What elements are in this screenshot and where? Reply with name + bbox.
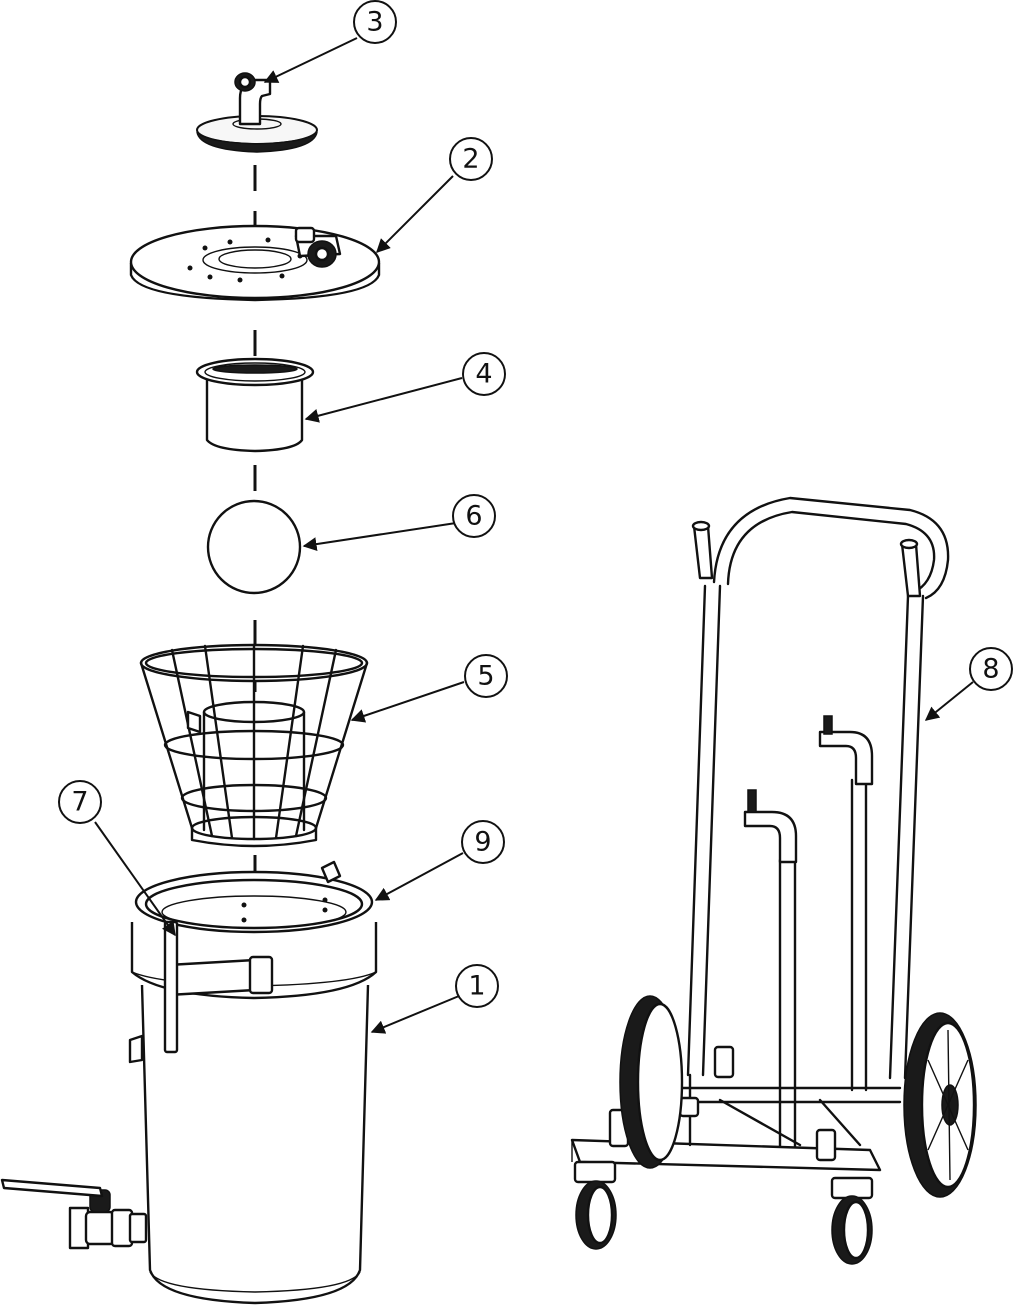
callout-9: 9	[461, 820, 505, 864]
part-1-bucket	[0, 860, 378, 1305]
part-4-cup	[195, 357, 315, 453]
callout-4: 4	[462, 352, 506, 396]
callout-label: 9	[474, 827, 491, 858]
part-5-basket	[139, 643, 369, 848]
leader-lines	[94, 37, 974, 1034]
part-8-cart	[570, 496, 977, 1265]
callout-label: 6	[465, 501, 482, 532]
callout-1: 1	[455, 964, 499, 1008]
part-6-ball	[206, 499, 302, 595]
callout-label: 2	[462, 144, 479, 175]
callout-label: 4	[475, 359, 492, 390]
callout-3: 3	[353, 0, 397, 44]
callout-label: 8	[982, 654, 999, 685]
callout-8: 8	[969, 647, 1013, 691]
callout-5: 5	[464, 654, 508, 698]
callout-7: 7	[58, 780, 102, 824]
callout-label: 1	[468, 971, 485, 1002]
callout-label: 7	[71, 787, 88, 818]
part-3-elbow-diffuser	[196, 72, 318, 153]
callout-label: 3	[366, 7, 383, 38]
callout-2: 2	[449, 137, 493, 181]
callout-6: 6	[452, 494, 496, 538]
callout-label: 5	[477, 661, 494, 692]
part-2-lid	[129, 224, 381, 302]
